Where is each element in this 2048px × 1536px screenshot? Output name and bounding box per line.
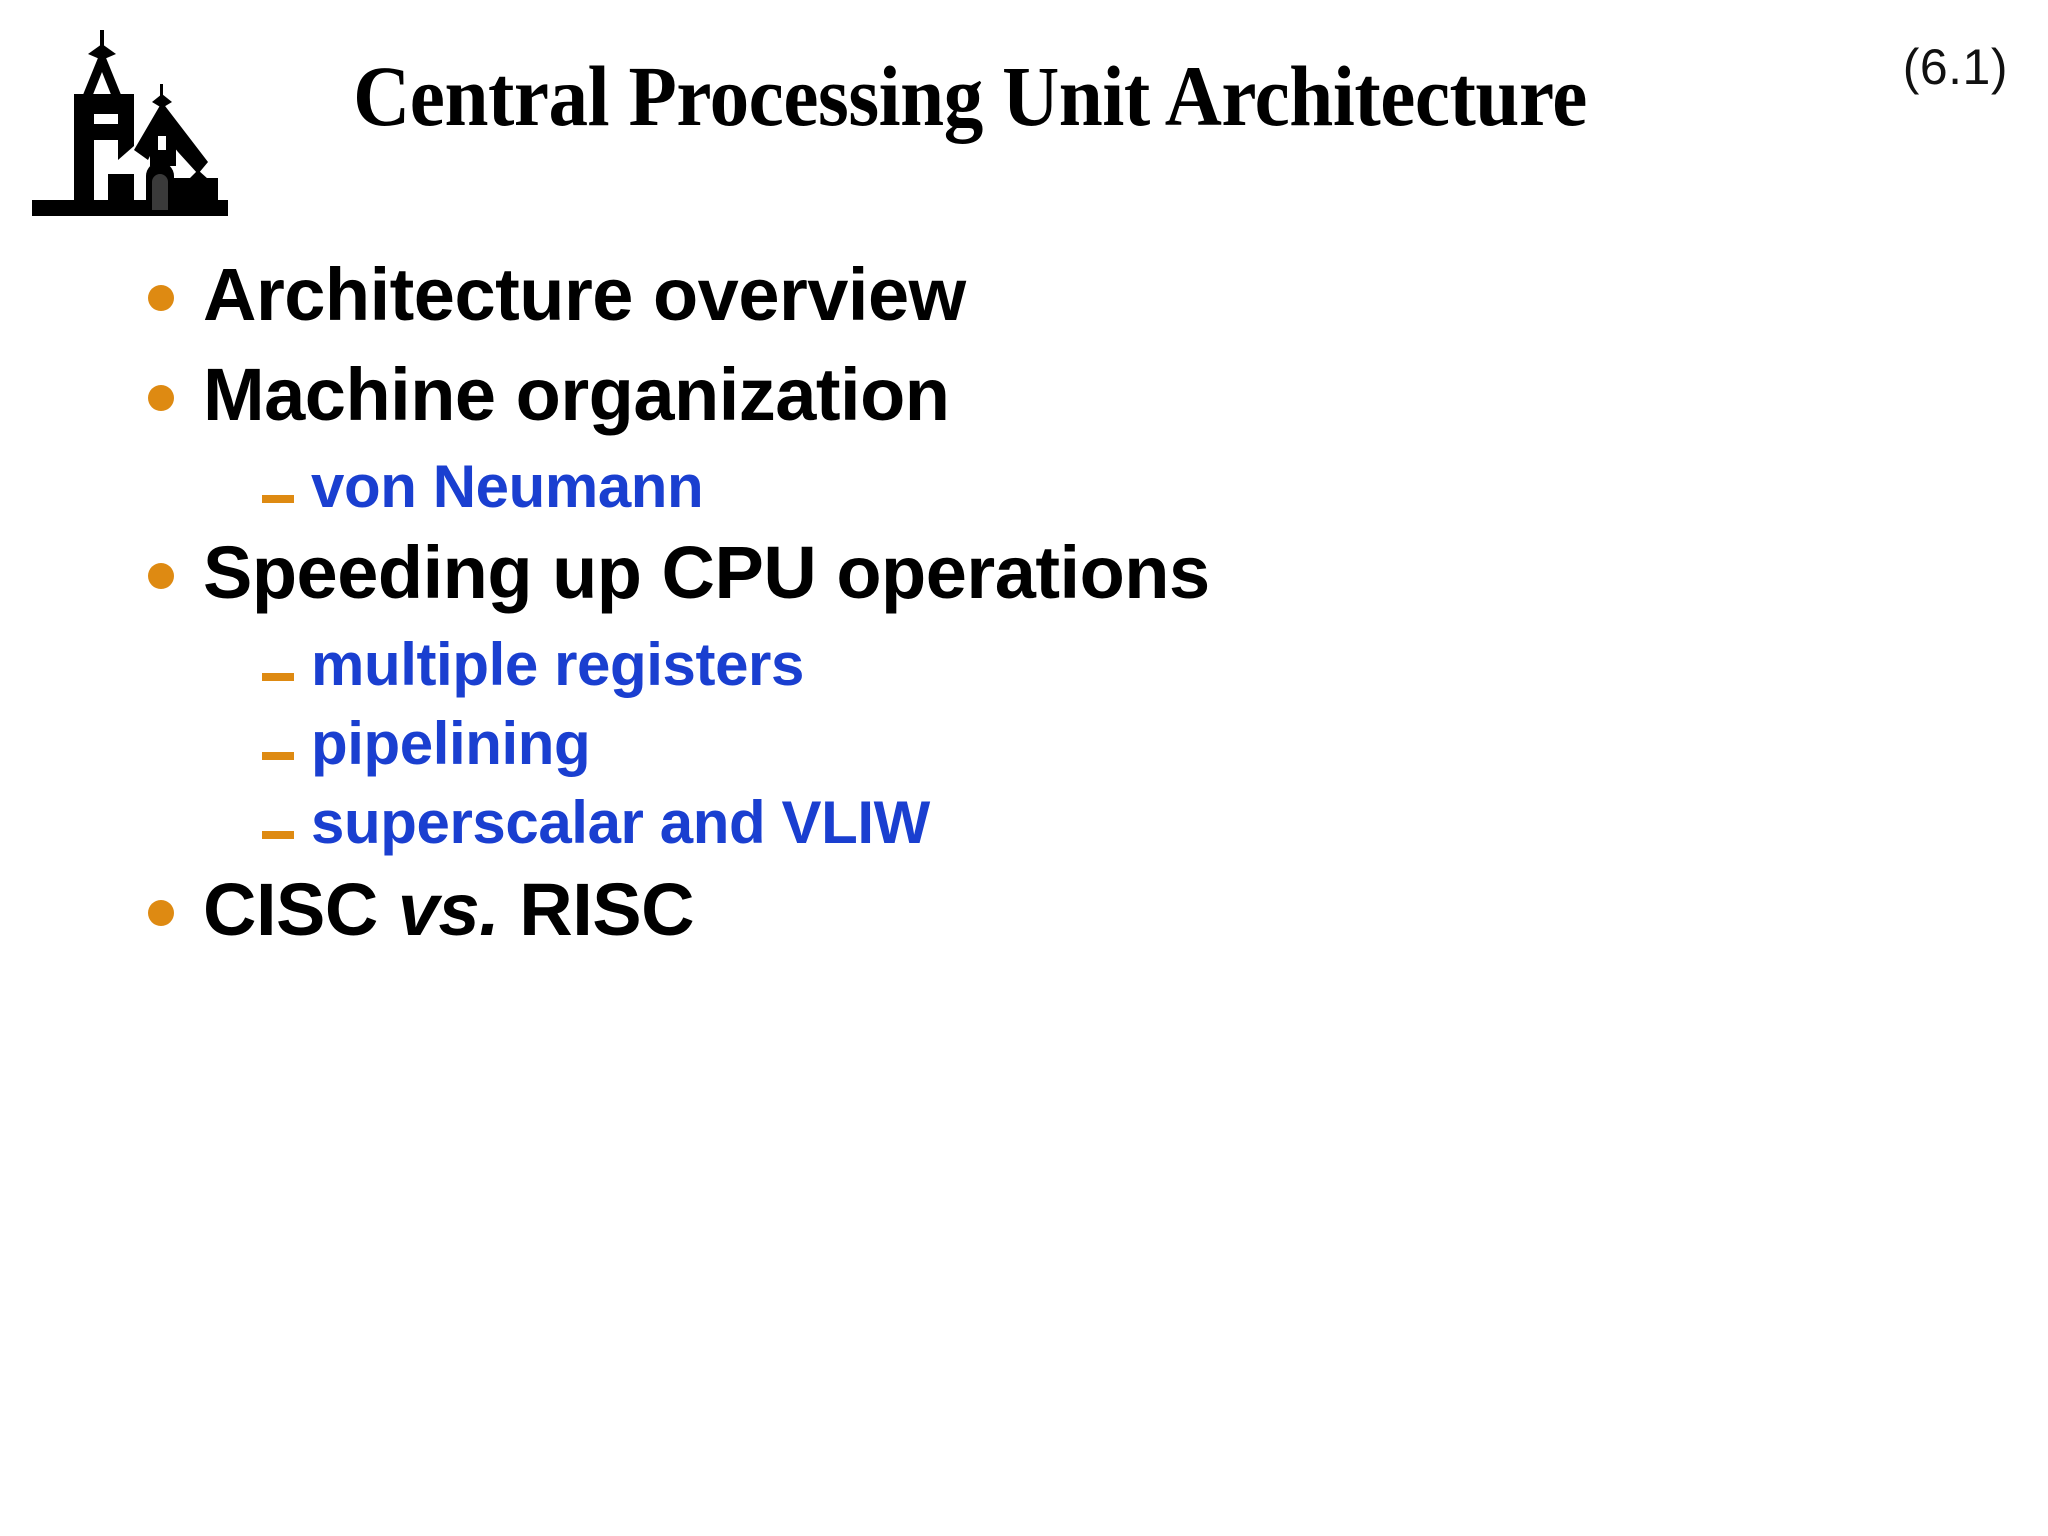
page-title: Central Processing Unit Architecture <box>353 48 1587 144</box>
sub-list-item[interactable]: superscalar and VLIW <box>0 788 2048 859</box>
sub-list-item-label: multiple registers <box>311 631 804 699</box>
list-item-label: Architecture overview <box>203 253 966 336</box>
sub-list-item[interactable]: multiple registers <box>0 630 2048 701</box>
sub-list-item-label: superscalar and VLIW <box>311 788 930 856</box>
bullet-dot-icon <box>148 384 174 411</box>
list-item[interactable]: Machine organization <box>0 352 2048 438</box>
bullet-dot-icon <box>148 285 174 311</box>
university-church-logo-icon <box>22 28 234 218</box>
list-item[interactable]: CISC vs. RISC <box>0 867 2048 953</box>
list-item[interactable]: Architecture overview <box>0 252 2048 338</box>
risc-label: RISC <box>499 867 695 951</box>
bullet-list: Architecture overview Machine organizati… <box>0 252 2048 967</box>
sub-list-item[interactable]: pipelining <box>0 709 2048 780</box>
list-item-label: CISC vs. RISC <box>203 867 695 953</box>
sub-list-item[interactable]: von Neumann <box>0 452 2048 523</box>
list-item-label: Speeding up CPU operations <box>203 531 1210 615</box>
bullet-dash-icon <box>262 494 294 503</box>
slide-number: (6.1) <box>1902 39 2008 95</box>
cisc-label: CISC <box>203 867 398 951</box>
vs-label: vs. <box>397 867 500 951</box>
bullet-dot-icon <box>148 563 174 590</box>
bullet-dot-icon <box>148 899 174 926</box>
bullet-dash-icon <box>262 830 294 839</box>
sub-list-item-label: von Neumann <box>311 452 704 520</box>
list-item[interactable]: Speeding up CPU operations <box>0 530 2048 616</box>
sub-list-item-label: pipelining <box>311 710 591 778</box>
bullet-dash-icon <box>262 752 294 761</box>
list-item-label: Machine organization <box>203 352 950 436</box>
bullet-dash-icon <box>262 673 294 682</box>
